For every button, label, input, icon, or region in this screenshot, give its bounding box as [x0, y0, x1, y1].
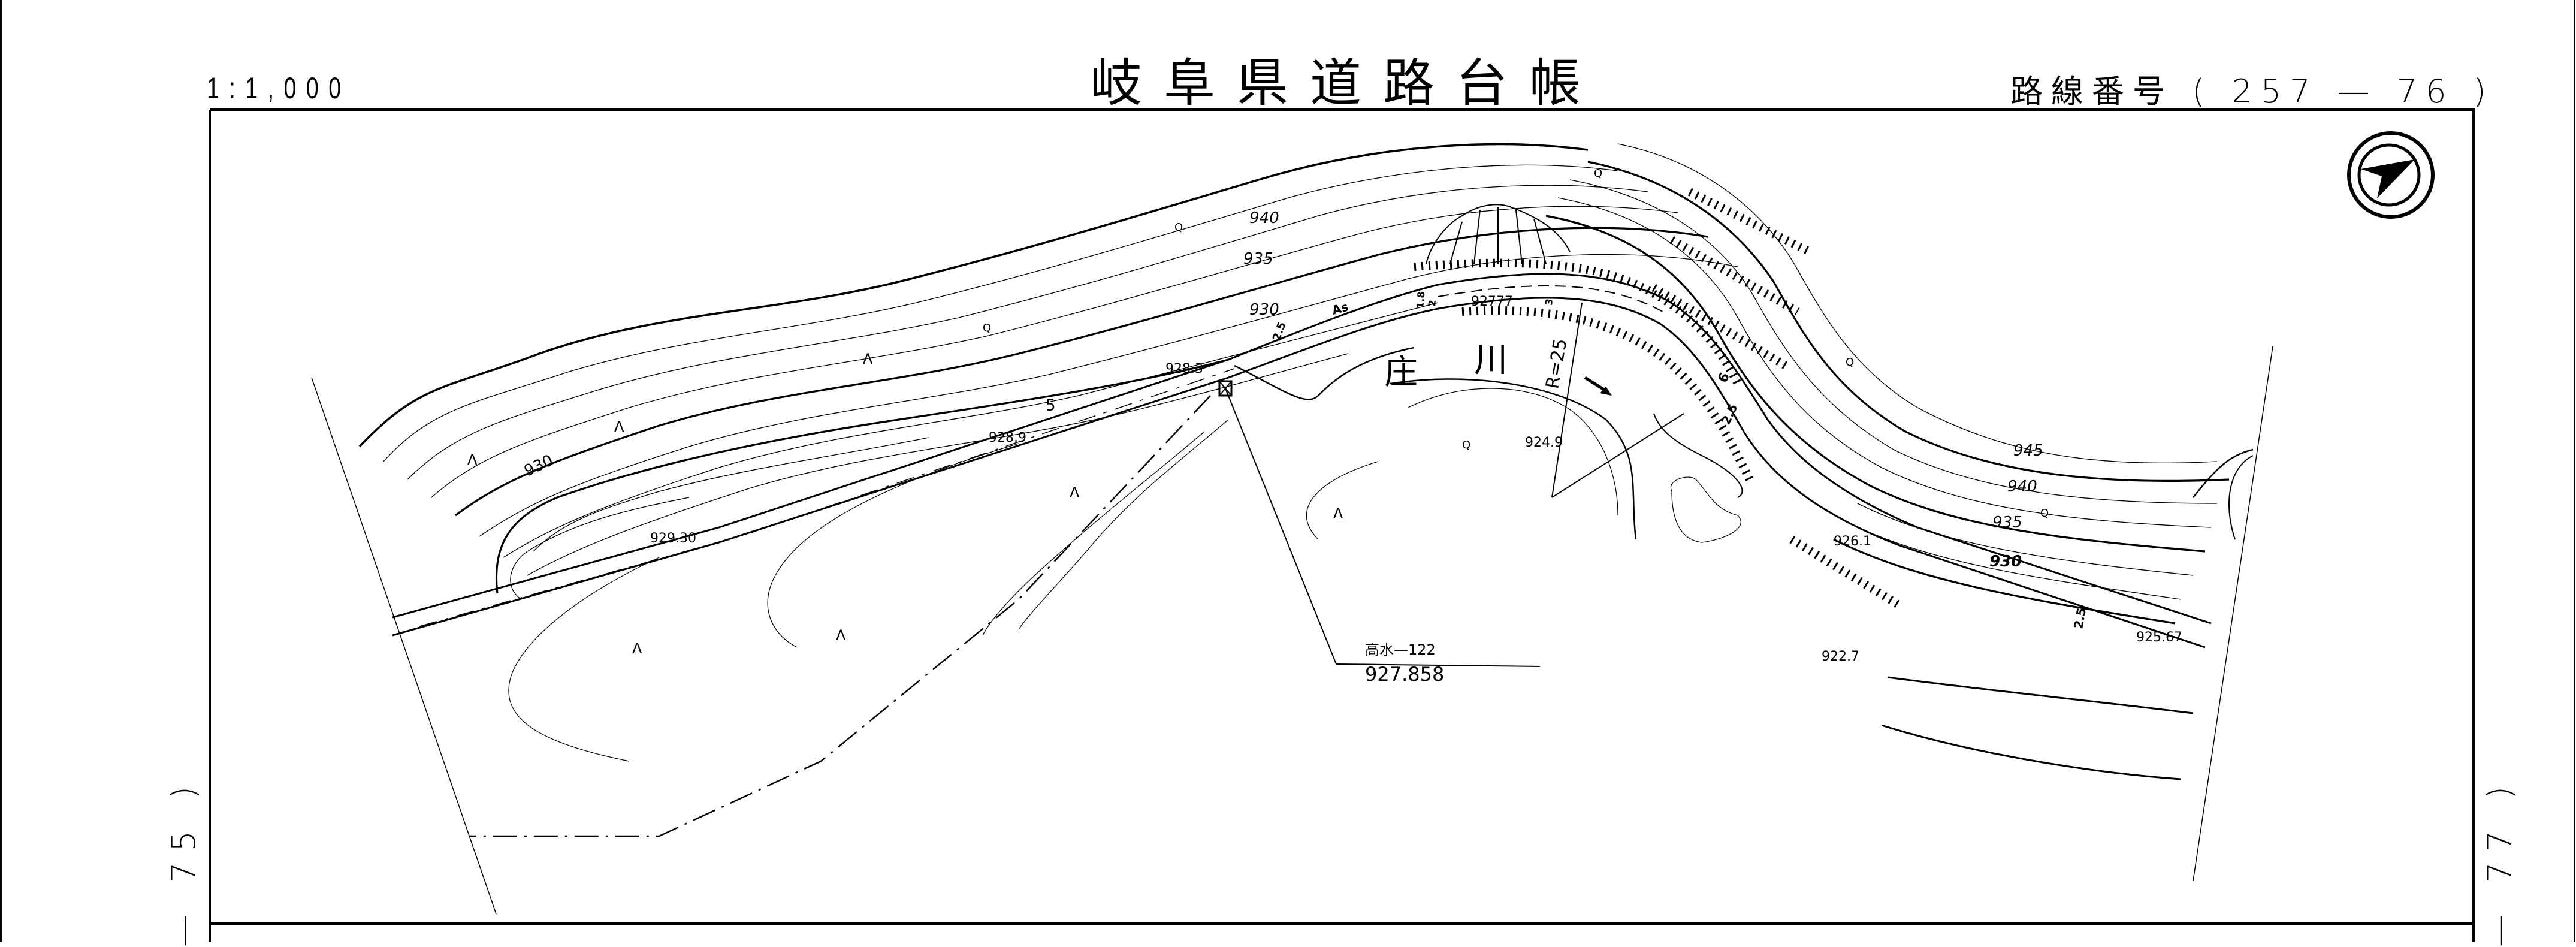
page-border-left [0, 0, 2, 942]
map-labels: 庄 川 940 935 930 930 945 940 935 930 928.… [467, 167, 2182, 686]
grass-symbol: Λ [467, 451, 478, 468]
grass-symbol: Λ [632, 640, 642, 657]
elevation-label: 922.7 [1822, 649, 1859, 664]
benchmark-label: 高水—122 [1365, 641, 1436, 658]
route-number: 路線番号 ( 257 — 76 ) [2010, 73, 2495, 110]
contour-label: 930 [521, 451, 556, 480]
shrub-symbol: Q [2040, 507, 2049, 520]
sand-bar [1408, 388, 1741, 543]
contour-label: 935 [1992, 514, 2022, 532]
contour-label: 945 [2013, 442, 2043, 460]
benchmark-elevation: 927.858 [1365, 663, 1444, 686]
shrub-symbol: Q [1462, 439, 1470, 451]
curve-radius-label: R=25 [1542, 337, 1571, 390]
contour-label: 940 [2007, 478, 2037, 496]
grass-symbol: Λ [1333, 505, 1343, 522]
elevation-label: 926.1 [1834, 534, 1871, 549]
elevation-label: 924.9 [1525, 435, 1563, 450]
river-name-2: 川 [1474, 341, 1508, 380]
map-frame [209, 108, 2475, 942]
elevation-label: 925.67 [2136, 630, 2182, 645]
flow-arrow-icon [1584, 376, 1612, 396]
road-width-label: 3 [1543, 298, 1555, 306]
road-width-label: 2.5 [1719, 402, 1741, 427]
ground-lines [508, 419, 2194, 780]
slope-hatching [1426, 204, 2254, 540]
curve-radius-line [1551, 302, 1684, 498]
boundary-line [470, 395, 1211, 837]
shrub-symbol: Q [1846, 356, 1854, 369]
road-surface-label: As [1330, 300, 1350, 318]
elevation-label: 92777 [1471, 294, 1513, 309]
north-arrow-icon [2347, 131, 2435, 219]
grass-symbol: Λ [1070, 484, 1080, 501]
contour-label: 930 [1989, 553, 2022, 571]
page-border-right [2574, 0, 2575, 942]
grass-symbol: Λ [836, 627, 846, 644]
map-scale: 1:1,000 [207, 71, 351, 105]
page-title: 岐阜県道路台帳 [1091, 53, 1602, 113]
road-width-label: 1.8 [1414, 291, 1427, 309]
benchmark-leader [1218, 380, 1541, 667]
match-lines [311, 346, 2273, 915]
contour-label: 935 [1243, 250, 1273, 268]
elevation-label: 929.30 [650, 531, 696, 546]
road [392, 273, 2212, 649]
shrub-symbol: Q [983, 322, 991, 334]
shrub-symbol: Q [1594, 167, 1602, 180]
shrub-symbol: Q [1174, 221, 1183, 234]
grass-symbol: Λ [863, 351, 873, 367]
elevation-label: 928.9 [989, 430, 1026, 445]
river-name-1: 庄 [1384, 353, 1418, 392]
contours-left [358, 143, 1738, 600]
road-width-label: 5 [1046, 397, 1056, 415]
river-banks [1234, 346, 1743, 540]
elevation-label: 928.3 [1165, 361, 1203, 376]
contour-label: 940 [1249, 209, 1279, 227]
grass-symbol: Λ [614, 418, 624, 435]
road-width-label: 2.5 [1270, 321, 1289, 343]
contour-label: 930 [1249, 301, 1279, 319]
road-width-label: 2 [1426, 300, 1438, 307]
road-width-label: 6 [1716, 370, 1733, 385]
road-width-label: 2.5 [2071, 607, 2089, 630]
contours-right [1545, 143, 2254, 625]
retaining-walls [1414, 188, 1902, 609]
